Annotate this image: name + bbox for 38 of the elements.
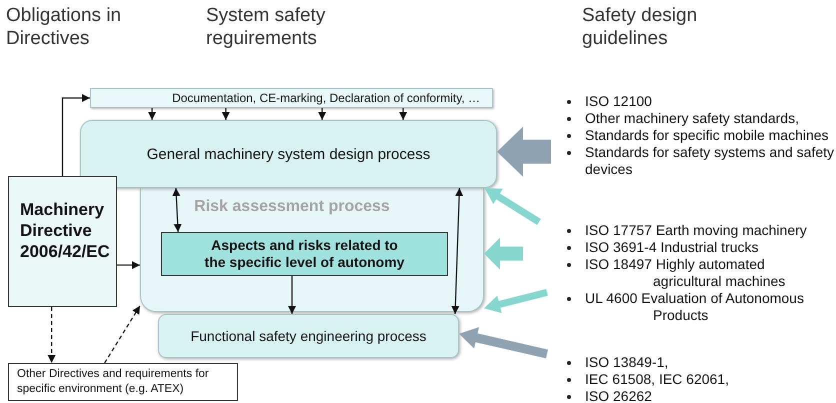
arrow [318, 108, 326, 120]
list-item: IEC 61508, IEC 62061, [585, 371, 729, 388]
process-box: Aspects and risks related to the specific level of autonomy [161, 232, 448, 276]
process-container [140, 188, 484, 312]
list-item: ISO 18497 Highly automated agricultural machines [585, 256, 786, 290]
arrow [148, 108, 156, 120]
note-banner: Documentation, CE-marking, Declaration of conformity, … [90, 88, 493, 108]
list-item: ISO 3691-4 Industrial trucks [585, 239, 759, 256]
arrow [451, 188, 464, 314]
arrow [117, 261, 140, 270]
directive-box: Machinery Directive 2006/42/EC [8, 176, 117, 307]
arrow [48, 307, 56, 363]
column-heading: Obligations in Directives [6, 4, 122, 50]
column-heading: System safety reguirements [206, 4, 326, 50]
list-item: ISO 26262 [585, 388, 652, 403]
list-item: Other machinery safety standards, [585, 110, 799, 127]
list-item: ISO 12100 [585, 93, 652, 110]
arrow [288, 276, 296, 314]
list-item: Standards for specific mobile machines [585, 127, 829, 144]
arrow [172, 188, 182, 232]
column-heading: Safety design guidelines [582, 4, 698, 50]
container-title: Risk assessment process [193, 198, 391, 216]
list-item: Standards for safety systems and safety devices [585, 144, 836, 178]
block-arrow [497, 126, 551, 177]
list-item: UL 4600 Evaluation of Autonomous Products [585, 290, 805, 324]
arrow [104, 305, 141, 364]
block-arrow [459, 327, 548, 358]
arrow [222, 108, 230, 120]
list-item: ISO 17757 Earth moving machinery [585, 222, 807, 239]
process-box: Functional safety engineering process [158, 314, 459, 358]
arrow [399, 108, 408, 120]
block-arrow [484, 289, 548, 314]
list-item: ISO 13849-1, [585, 354, 668, 371]
process-box: General machinery system design process [80, 120, 497, 188]
note-box: Other Directives and requirements for specific environment (e.g. ATEX) [8, 363, 238, 401]
block-arrow [484, 238, 523, 270]
block-arrow [484, 188, 541, 225]
arrow [62, 94, 90, 176]
